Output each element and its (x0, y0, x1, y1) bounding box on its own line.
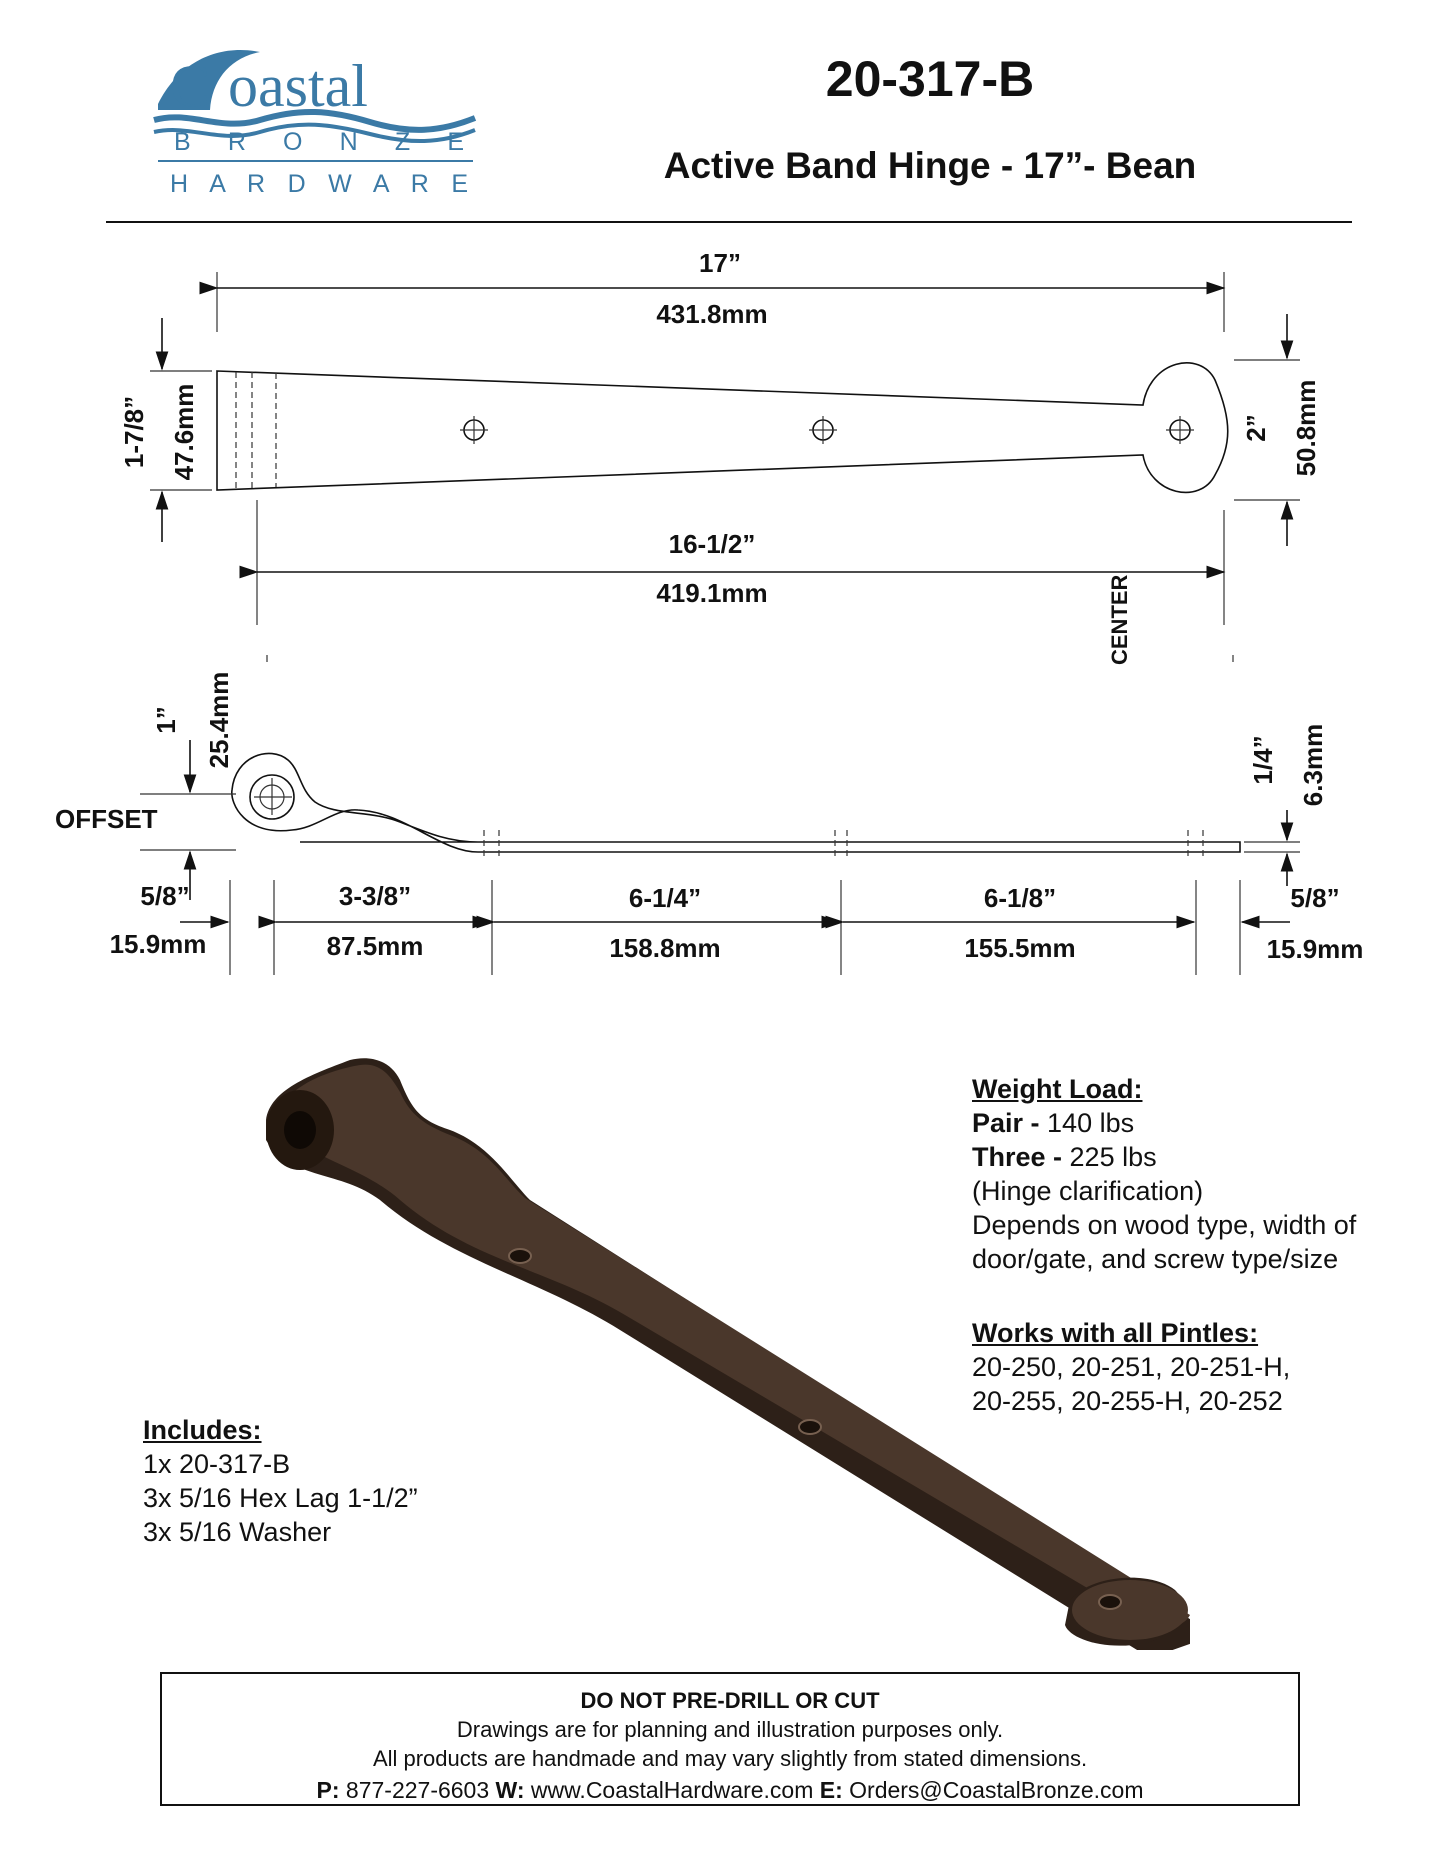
height-right-mm: 50.8mm (1291, 380, 1321, 477)
wave-lines-icon (153, 108, 477, 133)
thickness-mm: 6.3mm (1298, 724, 1328, 806)
segment-5-mm: 15.9mm (1267, 934, 1364, 964)
inner-length-mm: 419.1mm (656, 578, 767, 608)
pair-label: Pair - (972, 1108, 1048, 1138)
hinge-clarification: (Hinge clarification) (972, 1176, 1204, 1206)
logo-word: oastal (228, 53, 368, 119)
weight-load-heading: Weight Load: (972, 1074, 1143, 1104)
offset-label: OFFSET (55, 804, 158, 834)
contact-line: P: 877-227-6603 W: www.CoastalHardware.c… (162, 1777, 1298, 1804)
overall-length-mm: 431.8mm (656, 299, 767, 329)
weight-depends-note: Depends on wood type, width of door/gate… (972, 1210, 1357, 1274)
pintles-heading: Works with all Pintles: (972, 1318, 1259, 1348)
phone-label: P: (316, 1777, 340, 1803)
segment-2-in: 3-3/8” (339, 881, 411, 911)
notice-line-1: Drawings are for planning and illustrati… (456, 1717, 1004, 1742)
height-right-in: 2” (1241, 414, 1271, 441)
segment-2-mm: 87.5mm (327, 931, 424, 961)
wave-icon (158, 50, 260, 110)
includes-item: 3x 5/16 Hex Lag 1-1/2” (143, 1483, 418, 1513)
weight-load-block: Weight Load: Pair - 140 lbs Three - 225 … (972, 1072, 1412, 1276)
pintles-block: Works with all Pintles: 20-250, 20-251, … (972, 1316, 1412, 1418)
logo-initial: C (170, 53, 210, 119)
segment-1-in: 5/8” (140, 881, 189, 911)
part-title: Active Band Hinge - 17”- Bean (663, 145, 1197, 186)
hinge-render-image (266, 1058, 1190, 1650)
web-label: W: (495, 1777, 525, 1803)
height-left-mm: 47.6mm (169, 384, 199, 481)
email-label: E: (819, 1777, 843, 1803)
includes-item: 3x 5/16 Washer (143, 1517, 332, 1547)
offset-mm: 25.4mm (204, 672, 234, 769)
logo-hardware: H A R D W A R E (170, 170, 468, 198)
segment-3-mm: 158.8mm (609, 933, 720, 963)
email-link[interactable]: Orders@CoastalBronze.com (849, 1777, 1144, 1803)
website-link[interactable]: www.CoastalHardware.com (530, 1777, 814, 1803)
segment-5-in: 5/8” (1290, 883, 1339, 913)
notice-box: DO NOT PRE-DRILL OR CUT Drawings are for… (160, 1672, 1300, 1806)
screw-hole-icon (809, 416, 837, 444)
notice-title: DO NOT PRE-DRILL OR CUT (580, 1688, 880, 1713)
offset-in: 1” (151, 706, 181, 733)
coastal-bronze-logo: C oastal B R O N Z E H A R D W A R E (153, 50, 477, 198)
technical-drawing: 17” 431.8mm 1-7/8” 47.6mm 2” 50.8mm 16-1… (55, 248, 1364, 975)
thickness-in: 1/4” (1248, 735, 1278, 784)
includes-item: 1x 20-317-B (143, 1449, 291, 1479)
part-number: 20-317-B (825, 51, 1035, 107)
screw-hole-icon (1166, 416, 1194, 444)
pair-value: 140 lbs (1047, 1108, 1135, 1138)
center-label: CENTER (1107, 574, 1132, 665)
overall-length-in: 17” (699, 248, 741, 278)
segment-4-mm: 155.5mm (964, 933, 1075, 963)
notice-line-2: All products are handmade and may vary s… (372, 1746, 1088, 1771)
inner-length-in: 16-1/2” (669, 529, 756, 559)
segment-3-in: 6-1/4” (629, 883, 701, 913)
hinge-top-view (216, 362, 1229, 494)
three-label: Three - (972, 1142, 1070, 1172)
includes-block: Includes: 1x 20-317-B 3x 5/16 Hex Lag 1-… (143, 1413, 563, 1549)
header-divider (106, 221, 1352, 223)
hinge-side-view (231, 752, 1241, 853)
pintles-line-2: 20-255, 20-255-H, 20-252 (972, 1386, 1283, 1416)
phone-number[interactable]: 877-227-6603 (345, 1777, 490, 1803)
height-left-in: 1-7/8” (119, 396, 149, 468)
screw-hole-icon (460, 416, 488, 444)
includes-heading: Includes: (143, 1415, 262, 1445)
pintles-line-1: 20-250, 20-251, 20-251-H, (972, 1352, 1291, 1382)
three-value: 225 lbs (1069, 1142, 1157, 1172)
segment-1-mm: 15.9mm (110, 929, 207, 959)
segment-4-in: 6-1/8” (984, 883, 1056, 913)
